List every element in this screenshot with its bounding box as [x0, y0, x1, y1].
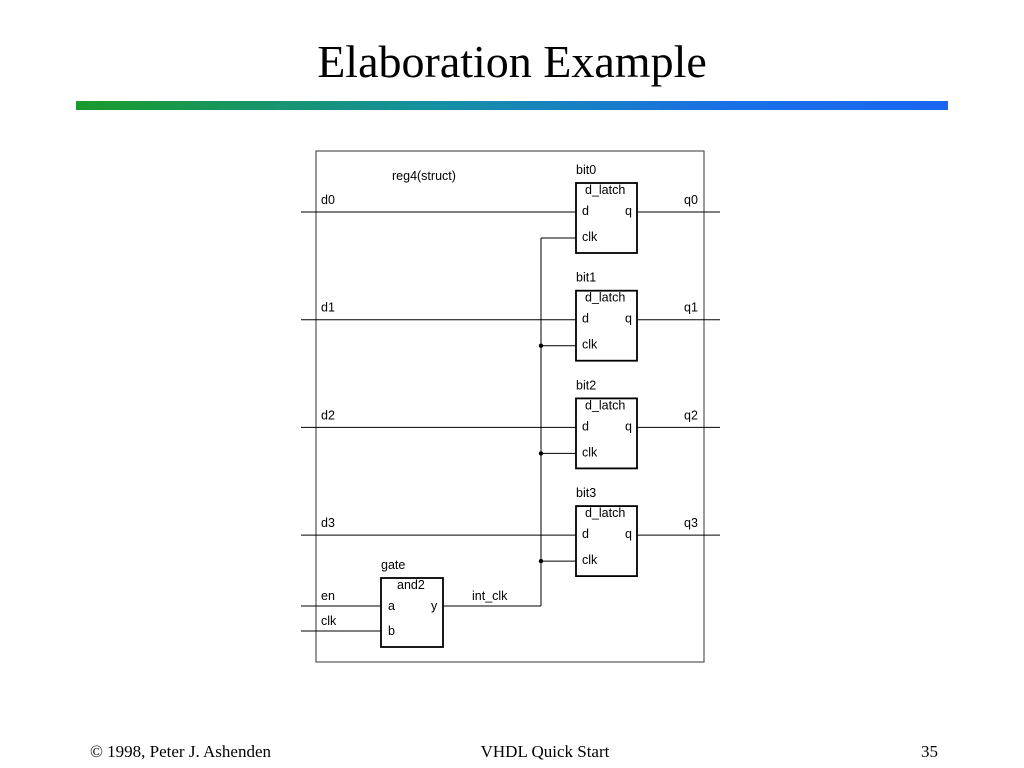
footer-course-title: VHDL Quick Start [480, 742, 610, 761]
latch-port-clk: clk [582, 230, 598, 244]
d-latch-block [575, 505, 638, 578]
latch-port-q: q [625, 312, 632, 326]
latch-instance-label: bit0 [576, 163, 596, 177]
latch-component-label: d_latch [585, 183, 625, 197]
latch-port-q: q [625, 527, 632, 541]
data-input-label: d0 [321, 193, 335, 207]
reg4-container [315, 150, 705, 663]
data-output-label: q0 [684, 193, 698, 207]
latch-port-d: d [582, 419, 589, 433]
data-output-label: q1 [684, 301, 698, 315]
and2-port-a: a [388, 599, 395, 613]
title-divider [76, 101, 948, 110]
latch-port-clk: clk [582, 553, 598, 567]
latch-port-d: d [582, 204, 589, 218]
and2-port-y: y [431, 599, 438, 613]
latch-port-clk: clk [582, 445, 598, 459]
footer-page-number: 35 [921, 742, 938, 761]
container-label: reg4(struct) [392, 169, 456, 183]
footer-copyright: © 1998, Peter J. Ashenden [90, 742, 272, 761]
data-output-label: q2 [684, 408, 698, 422]
data-output-label: q3 [684, 516, 698, 530]
latch-port-d: d [582, 312, 589, 326]
data-input-label: d1 [321, 301, 335, 315]
data-input-label: d3 [321, 516, 335, 530]
latch-port-q: q [625, 204, 632, 218]
d-latch-block [575, 289, 638, 362]
latch-port-q: q [625, 419, 632, 433]
latch-port-d: d [582, 527, 589, 541]
and2-component-label: and2 [397, 578, 425, 592]
and2-port-b: b [388, 624, 395, 638]
latch-port-clk: clk [582, 338, 598, 352]
latch-instance-label: bit1 [576, 271, 596, 285]
int-clk-label: int_clk [472, 589, 508, 603]
latch-component-label: d_latch [585, 291, 625, 305]
latch-component-label: d_latch [585, 506, 625, 520]
clk-input-label: clk [321, 614, 337, 628]
latch-instance-label: bit3 [576, 486, 596, 500]
d-latch-block [575, 182, 638, 254]
latch-component-label: d_latch [585, 398, 625, 412]
latch-instance-label: bit2 [576, 378, 596, 392]
and2-gate-block [380, 577, 444, 648]
gate-instance-label: gate [381, 558, 405, 572]
slide-title: Elaboration Example [317, 36, 707, 87]
en-input-label: en [321, 589, 335, 603]
data-input-label: d2 [321, 408, 335, 422]
d-latch-block [575, 397, 638, 470]
